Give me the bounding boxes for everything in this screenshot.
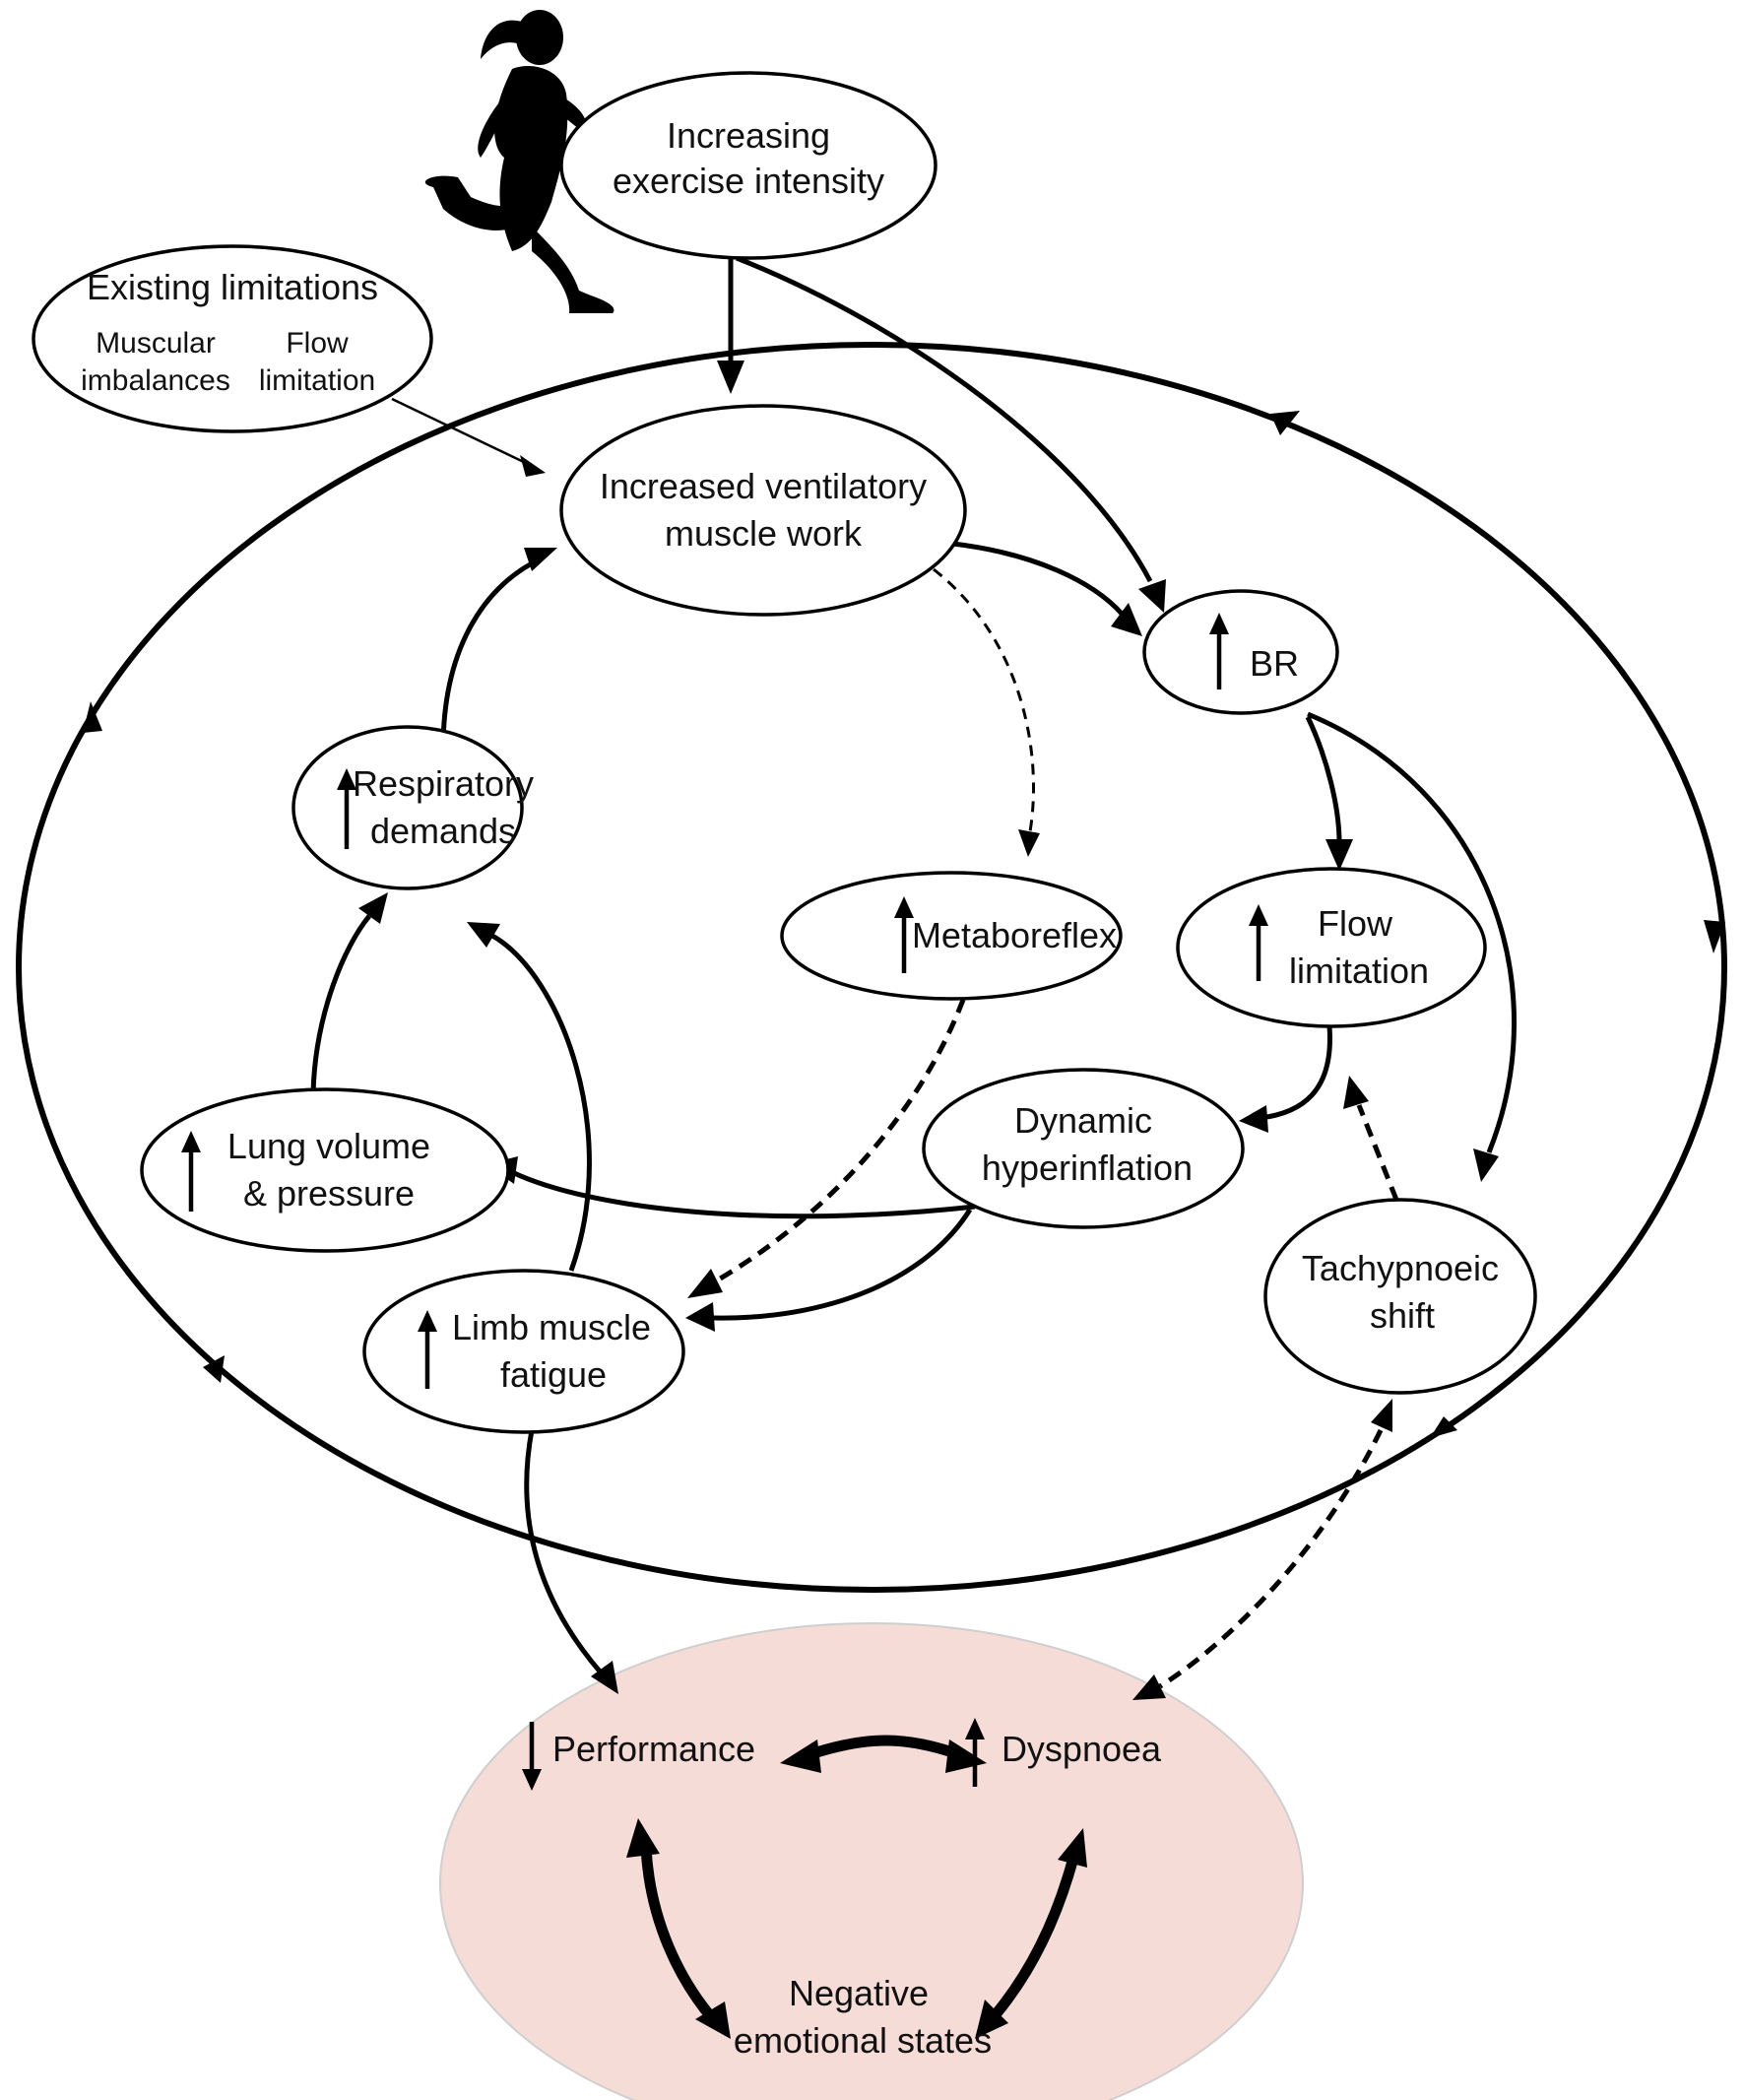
node-tachypnoeic-shift: Tachypnoeic shift bbox=[1263, 1198, 1537, 1395]
arrow-dyspnoea-emotional bbox=[992, 1856, 1079, 2017]
node-label: Increased ventilatory bbox=[600, 466, 927, 506]
arrowhead bbox=[1239, 1105, 1268, 1133]
arrow-br-to-tachypnoeic bbox=[1307, 711, 1517, 1153]
ring-arrowhead-top-right bbox=[1270, 411, 1300, 435]
node-flow-limitation: Flow limitation bbox=[1176, 867, 1487, 1028]
node-label: & pressure bbox=[243, 1173, 415, 1214]
outcome-label: emotional states bbox=[734, 2020, 992, 2061]
arrow-tachypnoeic-dyspnoea-dashed bbox=[1158, 1428, 1384, 1689]
node-lung-volume-pressure: Lung volume & pressure bbox=[140, 1087, 510, 1253]
arrowhead bbox=[1132, 1674, 1166, 1700]
node-label: Flow bbox=[1318, 903, 1393, 944]
node-existing-limitations: Existing limitations Muscular imbalances… bbox=[32, 244, 433, 433]
node-label: fatigue bbox=[500, 1354, 607, 1395]
arrowhead bbox=[685, 1302, 715, 1332]
node-label: Increasing bbox=[667, 115, 830, 156]
arrow-lung-to-respiratory bbox=[310, 914, 371, 1094]
arrowhead bbox=[524, 548, 557, 571]
arrow-existing-to-ventilatory bbox=[391, 397, 531, 467]
arrowhead bbox=[467, 922, 500, 948]
node-label: exercise intensity bbox=[613, 161, 884, 201]
node-label: Limb muscle bbox=[452, 1307, 651, 1347]
node-label: shift bbox=[1370, 1295, 1435, 1336]
up-arrow-icon bbox=[894, 896, 914, 973]
node-breathing-rate: BR bbox=[1142, 589, 1339, 715]
arrowhead bbox=[1058, 1828, 1087, 1868]
up-arrow-icon bbox=[965, 1718, 985, 1787]
up-arrow-icon bbox=[181, 1131, 201, 1212]
node-label: Respiratory bbox=[353, 763, 534, 804]
arrow-br-to-flow bbox=[1305, 715, 1342, 843]
arrow-respiratory-to-ventilatory bbox=[440, 560, 534, 750]
arrowhead bbox=[975, 2000, 1008, 2039]
arrow-dynamic-to-lung bbox=[510, 1169, 976, 1219]
up-arrow-icon bbox=[418, 1310, 437, 1389]
ring-arrowhead-right bbox=[1704, 920, 1725, 953]
node-label: Lung volume bbox=[227, 1126, 430, 1166]
ring-arrowhead-bottom-right bbox=[1430, 1416, 1457, 1438]
node-label: imbalances bbox=[81, 364, 230, 397]
node-label: Tachypnoeic bbox=[1302, 1248, 1499, 1288]
arrow-ventilatory-to-br bbox=[952, 541, 1125, 617]
node-label: Metaboreflex bbox=[912, 915, 1117, 955]
node-limb-muscle-fatigue: Limb muscle fatigue bbox=[362, 1269, 685, 1434]
arrowhead bbox=[1343, 1076, 1369, 1109]
arrowhead bbox=[1111, 603, 1142, 636]
arrowhead bbox=[358, 892, 388, 924]
arrow-performance-emotional bbox=[640, 1847, 718, 2023]
arrowhead bbox=[520, 455, 546, 477]
arrow-performance-dyspnoea bbox=[806, 1735, 963, 1761]
node-dynamic-hyperinflation: Dynamic hyperinflation bbox=[922, 1068, 1245, 1229]
arrowhead bbox=[687, 1269, 723, 1298]
outcome-performance: Performance bbox=[522, 1722, 755, 1791]
arrow-dynamic-to-limb bbox=[713, 1208, 973, 1321]
node-exercise-intensity: Increasing exercise intensity bbox=[559, 71, 937, 260]
ring-arrowhead-left bbox=[83, 701, 102, 733]
running-person-silhouette-icon bbox=[424, 10, 614, 313]
arrowhead bbox=[626, 1818, 660, 1858]
outcome-dyspnoea: Dyspnoea bbox=[965, 1718, 1162, 1787]
node-label: BR bbox=[1250, 643, 1299, 684]
node-respiratory-demands: Respiratory demands bbox=[291, 725, 534, 890]
arrowhead bbox=[1018, 829, 1040, 857]
outcome-label: Negative bbox=[789, 1973, 929, 2013]
outcome-bubble bbox=[439, 1622, 1304, 2100]
node-title: Existing limitations bbox=[87, 267, 378, 307]
arrowhead bbox=[1473, 1148, 1499, 1182]
outcome-label: Performance bbox=[552, 1729, 755, 1769]
arrowhead bbox=[1325, 839, 1353, 871]
up-arrow-icon bbox=[1209, 613, 1229, 689]
ring-arrowhead-bottom-left bbox=[203, 1355, 225, 1383]
arrow-exercise-to-br bbox=[736, 255, 1153, 583]
node-label: hyperinflation bbox=[982, 1148, 1193, 1188]
arrowhead bbox=[1138, 579, 1166, 613]
arrowhead bbox=[591, 1661, 618, 1694]
arrow-metaboreflex-to-limb-dashed bbox=[715, 999, 966, 1283]
arrowhead bbox=[1371, 1399, 1392, 1432]
arrow-ventilatory-to-metaboreflex-dashed bbox=[933, 567, 1035, 838]
node-ventilatory-muscle-work: Increased ventilatory muscle work bbox=[559, 404, 967, 617]
up-arrow-icon bbox=[1249, 904, 1268, 981]
arrow-flow-to-dynamic bbox=[1260, 1025, 1332, 1121]
node-metaboreflex: Metaboreflex bbox=[780, 871, 1123, 1001]
arrowhead bbox=[717, 361, 744, 394]
node-label: limitation bbox=[259, 364, 375, 397]
node-label: limitation bbox=[1289, 951, 1429, 991]
vicious-cycle-ring bbox=[16, 342, 1727, 1593]
arrow-limb-to-respiratory bbox=[490, 933, 592, 1272]
up-arrow-icon bbox=[337, 768, 356, 849]
outcome-negative-emotional-states: Negative emotional states bbox=[734, 1973, 992, 2061]
node-label: Muscular bbox=[96, 327, 216, 360]
node-label: Flow bbox=[286, 327, 349, 360]
node-label: Dynamic bbox=[1014, 1100, 1152, 1141]
arrowhead bbox=[695, 2002, 731, 2039]
down-arrow-icon bbox=[522, 1722, 542, 1791]
arrow-tachypnoeic-to-flow-dashed bbox=[1356, 1104, 1399, 1201]
node-label: muscle work bbox=[665, 513, 863, 554]
outcome-label: Dyspnoea bbox=[1002, 1729, 1162, 1769]
arrow-limb-to-performance bbox=[524, 1429, 603, 1674]
arrowhead bbox=[780, 1739, 821, 1773]
node-label: demands bbox=[370, 811, 516, 851]
